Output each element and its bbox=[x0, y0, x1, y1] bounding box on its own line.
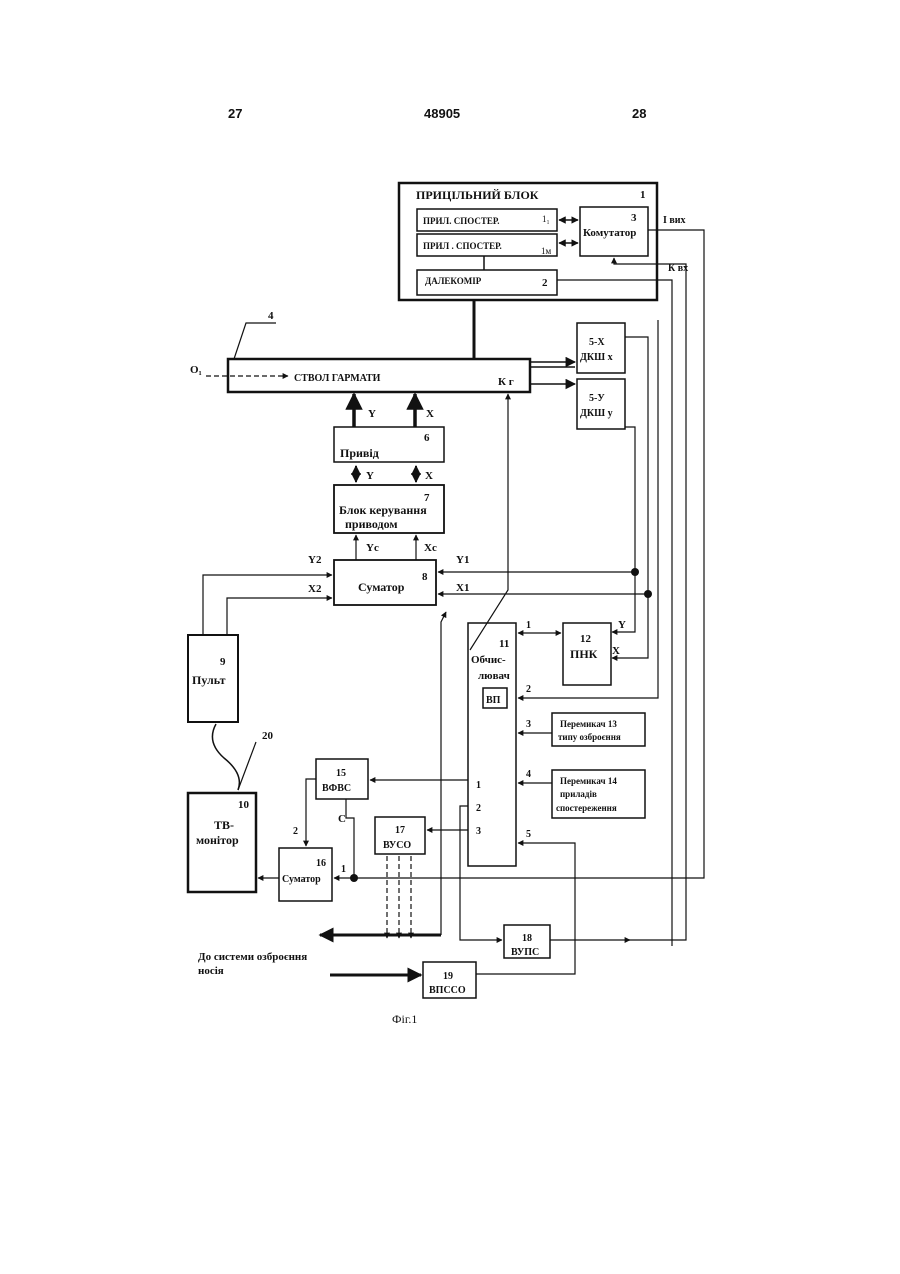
dksh-y-num: 5-У bbox=[589, 393, 605, 404]
summator16-in2: 2 bbox=[293, 826, 298, 837]
port-in-2: 2 bbox=[526, 684, 531, 695]
y2-label: Y2 bbox=[308, 554, 322, 566]
obs2-sub: 1м bbox=[541, 246, 552, 256]
yc-label: Yc bbox=[366, 542, 379, 554]
o1-label: О₁ bbox=[190, 364, 202, 376]
rangefinder-num: 2 bbox=[542, 277, 548, 289]
switch14-line3: спостереження bbox=[556, 803, 617, 813]
port-in-4: 4 bbox=[526, 769, 531, 780]
pnk-label: ПНК bbox=[570, 647, 598, 661]
y-drive-label: Y bbox=[366, 470, 374, 482]
y1-label: Y1 bbox=[456, 554, 469, 566]
port-out-1: 1 bbox=[476, 780, 481, 791]
summator8-label: Суматор bbox=[358, 580, 405, 594]
port-out-3: 3 bbox=[476, 826, 481, 837]
switch14-line1: Перемикач 14 bbox=[560, 776, 617, 786]
dksh-x-label: ДКШ х bbox=[580, 352, 613, 363]
dksh-x-num: 5-Х bbox=[589, 337, 605, 348]
x2-label: X2 bbox=[308, 583, 322, 595]
figure-caption: Фіг.1 bbox=[392, 1012, 417, 1026]
port-in-1: 1 bbox=[526, 620, 531, 631]
c-label: С bbox=[338, 813, 346, 825]
barrel-label: СТВОЛ ГАРМАТИ bbox=[294, 373, 381, 384]
vpsso-label: ВПССО bbox=[429, 985, 466, 996]
y-barrel-label: Y bbox=[368, 408, 376, 420]
xc-label: Xc bbox=[424, 542, 437, 554]
port-out-2: 2 bbox=[476, 803, 481, 814]
block4-num: 4 bbox=[268, 310, 274, 322]
weapon-system-line1: До системи озброєння bbox=[198, 951, 307, 963]
tv-line2: монітор bbox=[196, 833, 239, 847]
vups-num: 18 bbox=[522, 933, 532, 944]
vuso-num: 17 bbox=[395, 825, 405, 836]
commutator-label: Комутатор bbox=[583, 227, 636, 239]
x1-label: X1 bbox=[456, 582, 469, 594]
computer-num: 11 bbox=[499, 638, 509, 650]
summator8-num: 8 bbox=[422, 571, 428, 583]
tv-line1: ТВ- bbox=[214, 818, 234, 832]
tv-num: 10 bbox=[238, 799, 250, 811]
aim-block-num: 1 bbox=[640, 189, 646, 201]
weapon-system-line2: носія bbox=[198, 965, 224, 977]
computer-line1: Обчис- bbox=[471, 654, 506, 666]
vfvs-label: ВФВС bbox=[322, 783, 351, 794]
drive-ctrl-line2: приводом bbox=[345, 517, 398, 531]
summator16-in1: 1 bbox=[341, 864, 346, 875]
y-pnk-label: Y bbox=[618, 619, 626, 631]
obs1-sub: 1₁ bbox=[542, 214, 550, 224]
drive-ctrl-line1: Блок керування bbox=[339, 503, 427, 517]
k-in-label: К вх bbox=[668, 263, 688, 274]
rangefinder-label: ДАЛЕКОМІР bbox=[425, 276, 482, 286]
aim-block-title: ПРИЦІЛЬНИЙ БЛОК bbox=[416, 188, 539, 202]
x-pnk-label: X bbox=[612, 645, 620, 657]
vfvs-num: 15 bbox=[336, 768, 346, 779]
junction-dot-y1 bbox=[631, 568, 639, 576]
switch13-line2: типу озброєння bbox=[558, 732, 621, 742]
console-label: Пульт bbox=[192, 673, 226, 687]
summator16-num: 16 bbox=[316, 858, 326, 869]
drive-label: Привід bbox=[340, 446, 379, 460]
vp-label: ВП bbox=[486, 695, 501, 706]
kg-label: К г bbox=[498, 376, 514, 388]
summator16-label: Суматор bbox=[282, 874, 321, 885]
switch14-line2: приладів bbox=[560, 789, 597, 799]
obs1-label: ПРИЛ. СПОСТЕР. bbox=[423, 216, 499, 226]
drive-num: 6 bbox=[424, 432, 430, 444]
obs2-label: ПРИЛ . СПОСТЕР. bbox=[423, 241, 502, 251]
junction-dot-16 bbox=[350, 874, 358, 882]
commutator-num: 3 bbox=[631, 212, 637, 224]
x-barrel-label: X bbox=[426, 408, 434, 420]
computer-line2: лювач bbox=[478, 670, 510, 682]
port-in-5: 5 bbox=[526, 829, 531, 840]
junction-dot-x1 bbox=[644, 590, 652, 598]
dksh-y-label: ДКШ у bbox=[580, 408, 613, 419]
i-out-label: І вих bbox=[663, 215, 686, 226]
switch13-line1: Перемикач 13 bbox=[560, 719, 617, 729]
dksh-y-block bbox=[577, 379, 625, 429]
cable20-num: 20 bbox=[262, 730, 274, 742]
console-num: 9 bbox=[220, 656, 226, 668]
vpsso-num: 19 bbox=[443, 971, 453, 982]
port-in-3: 3 bbox=[526, 719, 531, 730]
vups-label: ВУПС bbox=[511, 947, 539, 958]
dksh-x-block bbox=[577, 323, 625, 373]
vuso-label: ВУСО bbox=[383, 840, 411, 851]
x-drive-label: X bbox=[425, 470, 433, 482]
pnk-num: 12 bbox=[580, 633, 592, 645]
